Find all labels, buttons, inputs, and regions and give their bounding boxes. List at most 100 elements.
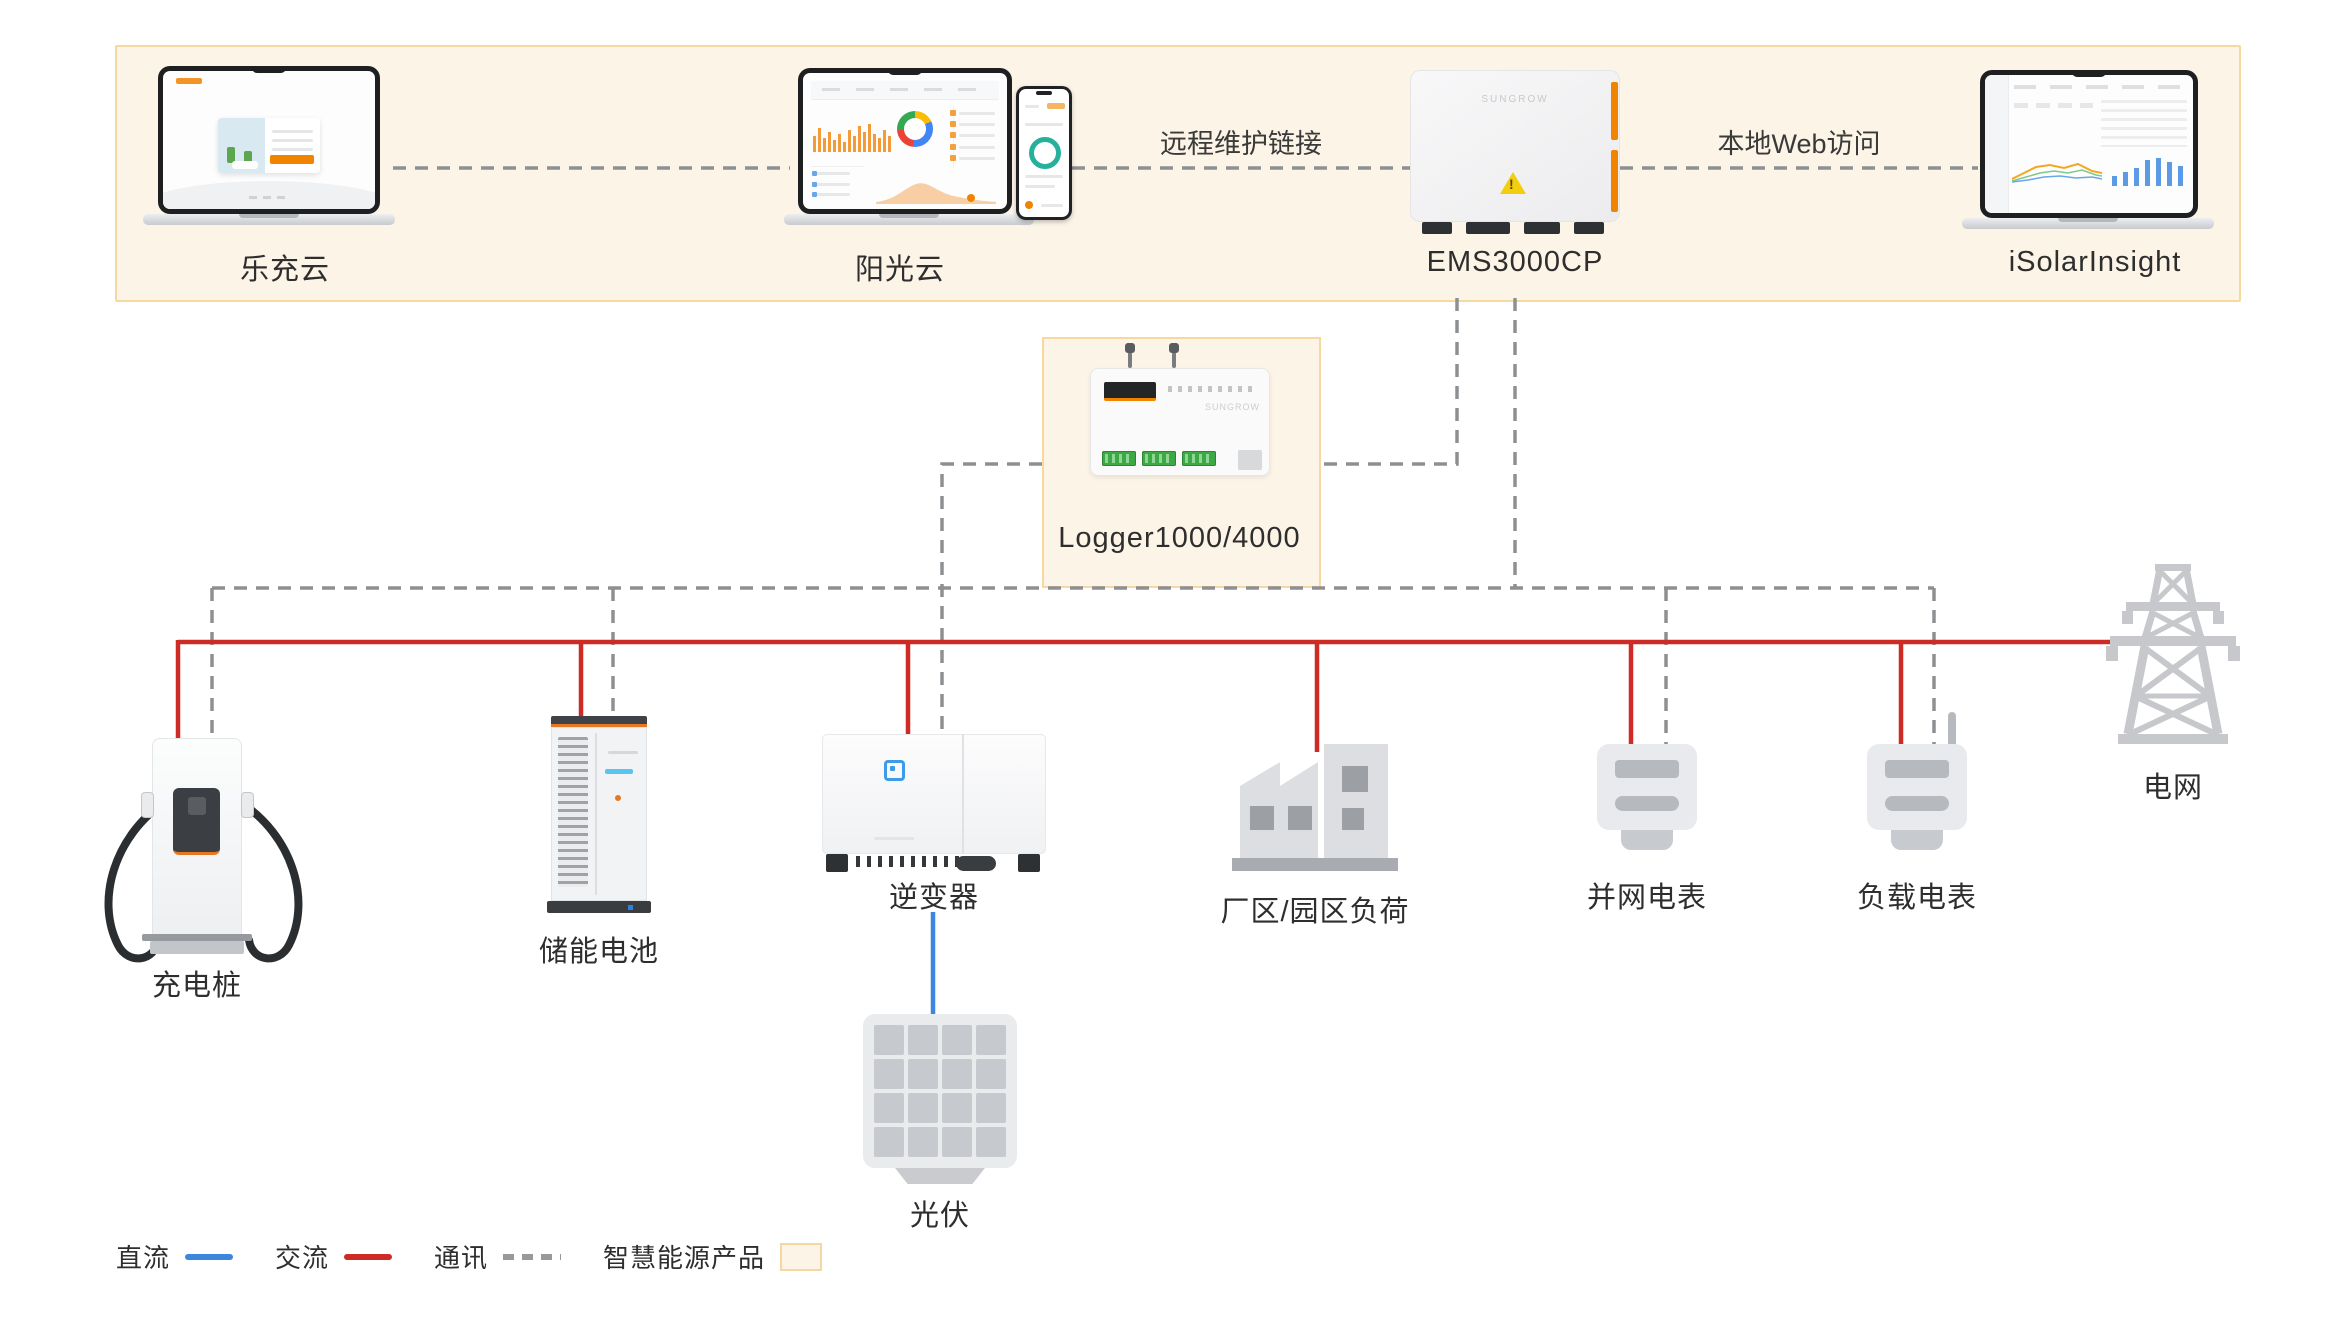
kpi-strip: [811, 81, 999, 100]
line-chart: [2012, 162, 2103, 183]
laptop-notch: [888, 68, 922, 75]
ems-foot: [1422, 222, 1452, 234]
login-form: [264, 117, 320, 174]
table: [2101, 99, 2187, 147]
ems-brand-text: SUNGROW: [1481, 94, 1549, 105]
lechong-laptop-base: [143, 214, 395, 225]
isolar-laptop: [1980, 70, 2198, 218]
login-illustration: [218, 117, 265, 174]
battery-top-band: [551, 716, 647, 724]
battery-cabinet: [551, 727, 647, 901]
load-meter-icon: [1867, 744, 1967, 830]
battery-vents: [558, 737, 588, 887]
phone-header-graphic: [1047, 103, 1065, 109]
inverter-body: [822, 734, 1046, 854]
comm-lines: [210, 166, 1978, 746]
legend-ac-label: 交流: [275, 1243, 330, 1273]
battery-orange-trim: [551, 724, 647, 727]
charger-base: [150, 941, 244, 954]
grid-tower-icon: [2106, 564, 2240, 744]
pv-stand: [895, 1168, 985, 1184]
dc-line-swatch: [185, 1253, 234, 1260]
label-yangguang: 阳光云: [854, 254, 945, 286]
yangguang-phone: [1016, 86, 1072, 220]
flow-widgets: [2014, 102, 2094, 108]
ems-stripe-bottom: [1611, 150, 1618, 212]
pv-panel: [863, 1014, 1017, 1168]
lechong-logo: [175, 77, 202, 84]
login-button-shape: [270, 155, 315, 165]
label-logger: Logger1000/4000: [1058, 522, 1301, 554]
load-meter-antenna: [1948, 712, 1956, 748]
logger-display-port: [1104, 382, 1156, 401]
link-label-local: 本地Web访问: [1717, 129, 1881, 159]
phone-dot: [1025, 201, 1033, 209]
ac-line-swatch: [344, 1253, 393, 1260]
lechong-laptop: [158, 66, 380, 214]
isolar-laptop-screen: [1985, 75, 2193, 213]
logger-brand-text: SUNGROW: [1205, 402, 1260, 412]
label-grid-meter: 并网电表: [1586, 882, 1707, 914]
inverter-brand-line: [874, 837, 914, 840]
logger-terminal: [1182, 451, 1216, 466]
inverter-ac-connector: [956, 856, 996, 871]
meter-display: [1615, 760, 1679, 778]
battery-door-seam: [595, 733, 597, 895]
legend-comm-label: 通讯: [434, 1243, 489, 1273]
logger-terminal: [1142, 451, 1176, 466]
top-kpis: [2014, 84, 2187, 89]
isolar-laptop-base: [1962, 218, 2214, 229]
legend-item-comm: 通讯: [434, 1238, 562, 1275]
comm-line-swatch: [503, 1253, 562, 1260]
yangguang-laptop: [798, 68, 1012, 214]
bottom-list: [811, 165, 865, 202]
smart-products-swatch: [780, 1242, 823, 1271]
inverter-logo: [884, 760, 905, 781]
load-meter-chin: [1891, 830, 1943, 850]
laptop-notch: [252, 66, 286, 73]
label-ems: EMS3000CP: [1426, 246, 1604, 278]
charger-screen: [173, 788, 220, 855]
factory-icon: [1232, 744, 1398, 871]
grid-meter-icon: [1597, 744, 1697, 830]
smart-products-zone: [115, 45, 2241, 302]
label-load: 厂区/园区负荷: [1220, 896, 1410, 928]
side-list: [950, 105, 999, 169]
phone-screen: [1019, 89, 1069, 217]
label-inverter: 逆变器: [888, 882, 979, 914]
charger-cabinet: [152, 738, 242, 940]
bar-chart: [813, 123, 892, 152]
donut-chart: [896, 111, 933, 148]
ems-foot: [1574, 222, 1604, 234]
charger-plug-right: [241, 792, 254, 818]
inverter-connectors: [856, 856, 976, 867]
yangguang-laptop-screen: [803, 73, 1007, 209]
legend-smart-label: 智慧能源产品: [603, 1243, 766, 1273]
battery-brand-line: [608, 751, 638, 754]
legend-item-dc: 直流: [116, 1238, 234, 1275]
laptop-notch: [2072, 70, 2106, 77]
meter-slot: [1615, 796, 1679, 811]
label-isolar: iSolarInsight: [2008, 246, 2182, 278]
logger-terminal: [1102, 451, 1136, 466]
pv-cells: [874, 1025, 1006, 1157]
inverter-foot-left: [826, 854, 848, 872]
battery-led: [605, 769, 633, 774]
pagination-dots: [249, 196, 289, 200]
meter-display: [1885, 760, 1949, 778]
sidebar: [1985, 75, 2009, 213]
ems-foot: [1524, 222, 1560, 234]
yangguang-laptop-base: [784, 214, 1034, 225]
label-load-meter: 负载电表: [1856, 882, 1977, 914]
legend-item-smart-products: 智慧能源产品: [603, 1238, 823, 1275]
logger-device: SUNGROW: [1090, 368, 1270, 476]
warning-triangle-icon: [1500, 172, 1526, 194]
ems-foot: [1466, 222, 1510, 234]
legend: 直流 交流 通讯 智慧能源产品: [116, 1238, 823, 1275]
logger-antenna: [1169, 343, 1179, 368]
label-pv: 光伏: [909, 1200, 970, 1232]
ac-lines: [175, 639, 2122, 752]
battery-base: [547, 901, 651, 913]
